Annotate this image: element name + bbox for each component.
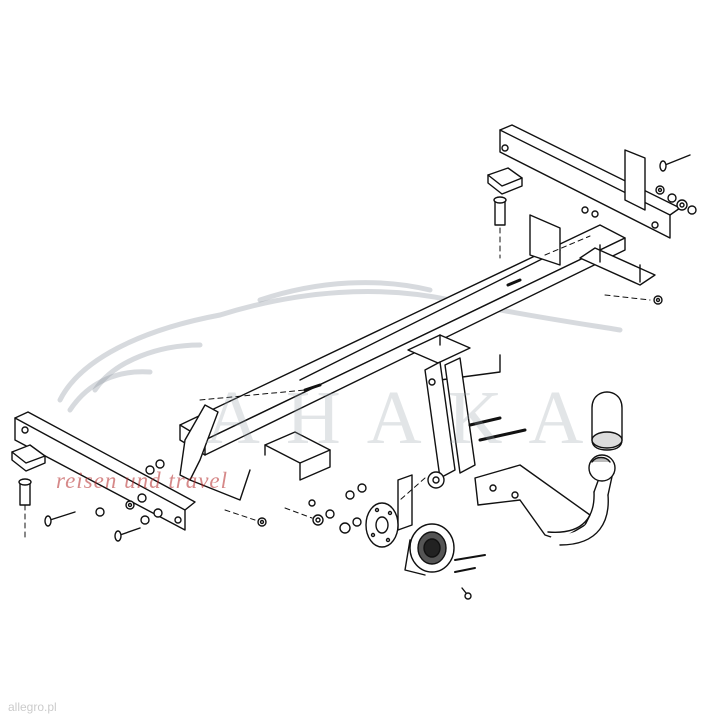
- left-bolt-set: [44, 383, 322, 542]
- tow-ball-cap: [591, 391, 623, 451]
- hitch-bolts: [308, 416, 527, 534]
- assembly-guide-lines: [24, 227, 651, 541]
- left-spacer-plate: [11, 444, 46, 506]
- car-watermark-icon: [57, 280, 623, 413]
- brand-subtitle-watermark: reisen und travel: [56, 468, 229, 493]
- left-mount-bracket: [264, 431, 331, 481]
- electrical-socket-icon: [404, 523, 486, 600]
- footer-watermark: allegro.pl: [8, 700, 57, 714]
- right-spacer-plate: [487, 167, 523, 226]
- hitch-drop-plates: [424, 357, 476, 489]
- brand-watermark: AHAKA: [205, 376, 610, 460]
- socket-mount-plate: [365, 474, 413, 548]
- tow-ball-arm: [474, 454, 616, 546]
- right-bolt-set: [506, 154, 697, 305]
- right-side-bracket: [499, 124, 681, 286]
